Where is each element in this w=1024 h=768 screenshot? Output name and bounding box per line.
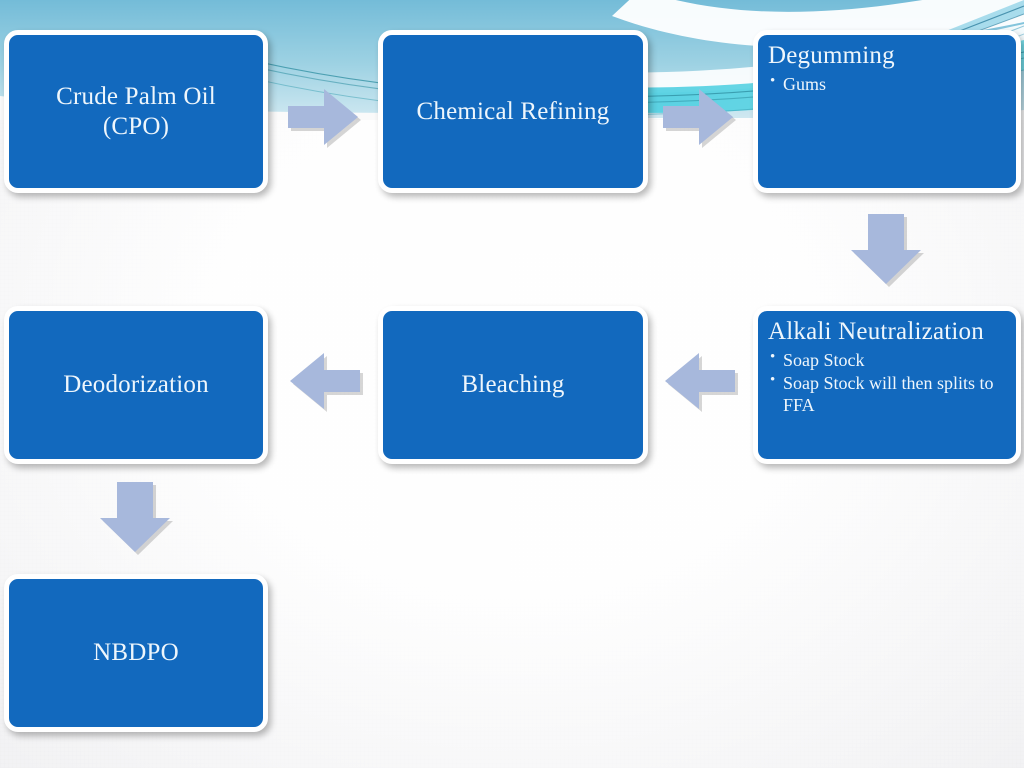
node-nbdpo[interactable]: NBDPO (4, 574, 268, 732)
node-bleaching[interactable]: Bleaching (378, 306, 648, 464)
node-crude-palm-oil[interactable]: Crude Palm Oil (CPO) (4, 30, 268, 193)
node-degumming[interactable]: Degumming Gums (753, 30, 1021, 193)
node-nbdpo-title: NBDPO (93, 639, 179, 667)
arrow-cpo-to-refining (288, 89, 364, 151)
node-degumming-title: Degumming (768, 42, 895, 69)
node-crude-palm-oil-title-line1: Crude Palm Oil (56, 83, 216, 110)
arrow-deodorization-to-nbdpo (100, 482, 178, 558)
node-chemical-refining-title: Chemical Refining (416, 97, 610, 125)
node-chemical-refining[interactable]: Chemical Refining (378, 30, 648, 193)
node-deodorization[interactable]: Deodorization (4, 306, 268, 464)
node-degumming-bullets: Gums (768, 71, 1006, 96)
list-item: Gums (768, 71, 1006, 95)
node-crude-palm-oil-title-line2: (CPO) (102, 112, 170, 140)
arrow-degumming-to-alkali (851, 214, 929, 290)
node-deodorization-title: Deodorization (63, 371, 209, 399)
node-alkali-neutralization-bullets: Soap Stock Soap Stock will then splits t… (768, 347, 1006, 418)
node-bleaching-title: Bleaching (461, 371, 565, 399)
node-alkali-neutralization[interactable]: Alkali Neutralization Soap Stock Soap St… (753, 306, 1021, 464)
node-crude-palm-oil-title: Crude Palm Oil (CPO) (56, 82, 216, 141)
arrow-bleaching-to-deodorization (290, 353, 366, 415)
list-item: Soap Stock (768, 347, 1006, 371)
node-alkali-neutralization-title: Alkali Neutralization (768, 318, 984, 345)
list-item: Soap Stock will then splits to FFA (768, 371, 1006, 417)
arrow-refining-to-degumming (663, 89, 739, 151)
arrow-alkali-to-bleaching (665, 353, 741, 415)
